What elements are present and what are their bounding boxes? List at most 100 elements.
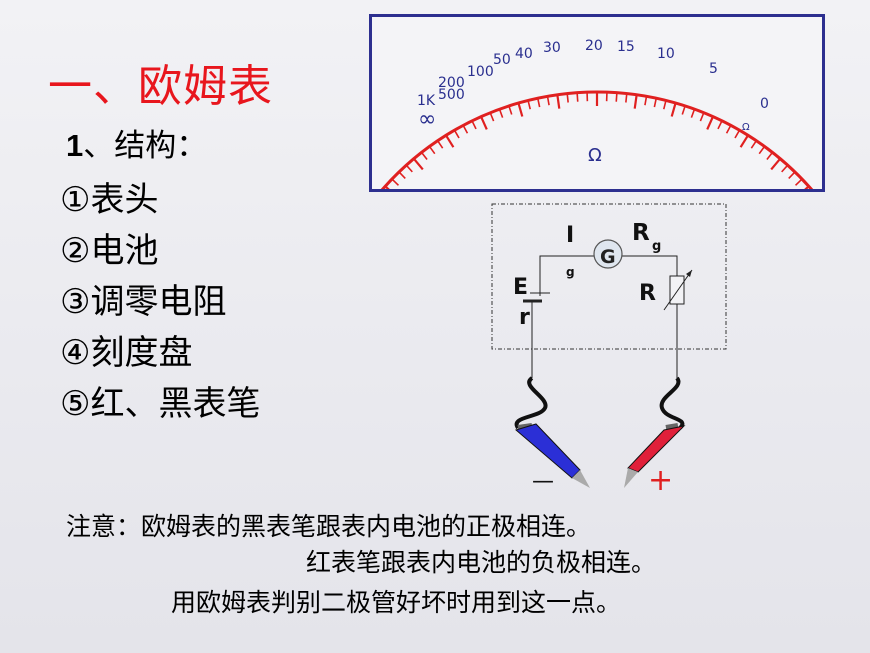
dial-tick: [770, 157, 782, 171]
current-subscript: g: [566, 265, 575, 279]
dial-tick: [566, 93, 569, 103]
structure-heading-number: 1: [66, 128, 84, 163]
dial-tick: [734, 129, 741, 139]
dial-tick: [699, 112, 705, 122]
red-probe-connector: [665, 423, 679, 431]
dial-tick: [546, 96, 550, 106]
scale-label-1k: 1K: [417, 93, 436, 109]
emf-label: E: [513, 275, 528, 300]
rg-subscript: g: [652, 239, 661, 254]
dial-tick: [508, 105, 513, 115]
dial-tick: [750, 140, 758, 149]
scale-label-500: 500: [438, 87, 465, 103]
scale-label-100: 100: [467, 64, 494, 80]
ohm-center-symbol: Ω: [588, 145, 602, 166]
dial-arc: [339, 90, 855, 253]
scale-label-15: 15: [617, 39, 635, 55]
dial-tick: [471, 120, 477, 130]
dial-tick: [725, 124, 732, 134]
dial-tick: [498, 108, 504, 118]
scale-label-10: 10: [657, 46, 675, 62]
dial-tick: [662, 100, 667, 110]
dial-tick: [781, 164, 789, 173]
internal-resistance-label: r: [519, 305, 530, 330]
black-probe-cable: [514, 376, 548, 430]
dial-tick: [717, 120, 723, 130]
scale-label-200: 200: [438, 75, 465, 91]
black-probe-tip: [572, 470, 590, 488]
dial-tick: [644, 96, 648, 106]
dial-tick: [445, 134, 455, 148]
dial-tick: [428, 145, 436, 155]
ohmmeter-circuit-diagram: G I g R g R E r — +: [491, 203, 727, 498]
red-probe-tip: [624, 468, 638, 488]
ohmmeter-dial-frame: ∞ 1K 500 200 100 50 40 30 20 15 10 5 0 Ω…: [339, 14, 855, 260]
dial-tick: [384, 185, 397, 197]
meter-enclosure-dashed: [491, 203, 727, 350]
dial-tick: [788, 171, 796, 180]
red-probe-cable: [659, 376, 685, 430]
structure-list: ①表头 ②电池 ③调零电阻 ④刻度盘 ⑤红、黑表笔: [60, 175, 260, 430]
structure-item-dial: ④刻度盘: [60, 333, 193, 373]
plus-sign: +: [648, 463, 673, 498]
resistor-adjust-arrow: [663, 269, 693, 311]
wire-right-top: [619, 255, 678, 276]
scale-label-30: 30: [543, 40, 561, 56]
wire-left-top: [539, 255, 597, 296]
dial-tick: [633, 94, 638, 109]
ohm-small-symbol: Ω: [742, 122, 750, 133]
note-line-2: 红表笔跟表内电池的负极相连。: [306, 548, 657, 577]
dial-tick: [653, 98, 658, 108]
dial-tick: [758, 145, 766, 155]
scale-label-5: 5: [709, 61, 718, 77]
dial-tick: [420, 151, 428, 161]
dial-tick: [670, 102, 677, 117]
structure-item-zero-resistor: ③调零电阻: [60, 282, 227, 322]
structure-item-meter-head: ①表头: [60, 180, 159, 220]
structure-item-probes: ⑤红、黑表笔: [60, 384, 261, 424]
page-title: 一、欧姆表: [48, 61, 273, 112]
dial-tick: [436, 140, 444, 149]
galvanometer-label: G: [600, 246, 616, 268]
dial-tick: [625, 93, 628, 103]
rg-label: R: [632, 220, 650, 246]
dial-tick: [681, 105, 686, 115]
dial-tick: [615, 92, 618, 102]
structure-heading-text: 、结构：: [83, 128, 208, 164]
structure-item-battery: ②电池: [60, 231, 159, 271]
ohmmeter-dial: ∞ 1K 500 200 100 50 40 30 20 15 10 5 0 Ω…: [339, 38, 855, 260]
dial-tick: [706, 116, 714, 130]
scale-label-infinity: ∞: [418, 107, 436, 132]
r-label: R: [639, 281, 656, 306]
dial-tick: [489, 112, 495, 122]
dial-tick: [527, 100, 532, 110]
dial-tick: [766, 151, 774, 161]
dial-tick: [690, 108, 696, 118]
dial-tick: [453, 129, 460, 139]
dial-tick: [739, 134, 749, 148]
scale-label-0: 0: [760, 96, 769, 112]
scale-label-50: 50: [493, 52, 511, 68]
dial-tick: [576, 92, 579, 102]
dial-tick: [480, 116, 488, 130]
note-line-3: 用欧姆表判别二极管好坏时用到这一点。: [171, 588, 622, 617]
note-line-1: 注意：欧姆表的黑表笔跟表内电池的正极相连。: [66, 512, 592, 541]
dial-tick: [794, 178, 803, 186]
adjustable-resistor-icon: [669, 275, 685, 305]
dial-tick: [462, 124, 469, 134]
dial-scale-ticks: [339, 90, 855, 260]
dial-tick: [412, 157, 424, 171]
dial-tick: [797, 185, 810, 197]
dial-tick: [391, 178, 400, 186]
dial-tick: [398, 171, 406, 180]
dial-tick: [556, 94, 561, 109]
current-label: I: [566, 223, 574, 248]
dial-tick: [405, 164, 413, 173]
minus-sign: —: [532, 469, 554, 494]
scale-label-20: 20: [585, 38, 603, 54]
structure-heading: 1、结构：: [66, 120, 207, 165]
dial-tick: [517, 102, 524, 117]
galvanometer-icon: [593, 239, 623, 269]
dial-tick: [536, 98, 541, 108]
scale-label-40: 40: [515, 46, 533, 62]
